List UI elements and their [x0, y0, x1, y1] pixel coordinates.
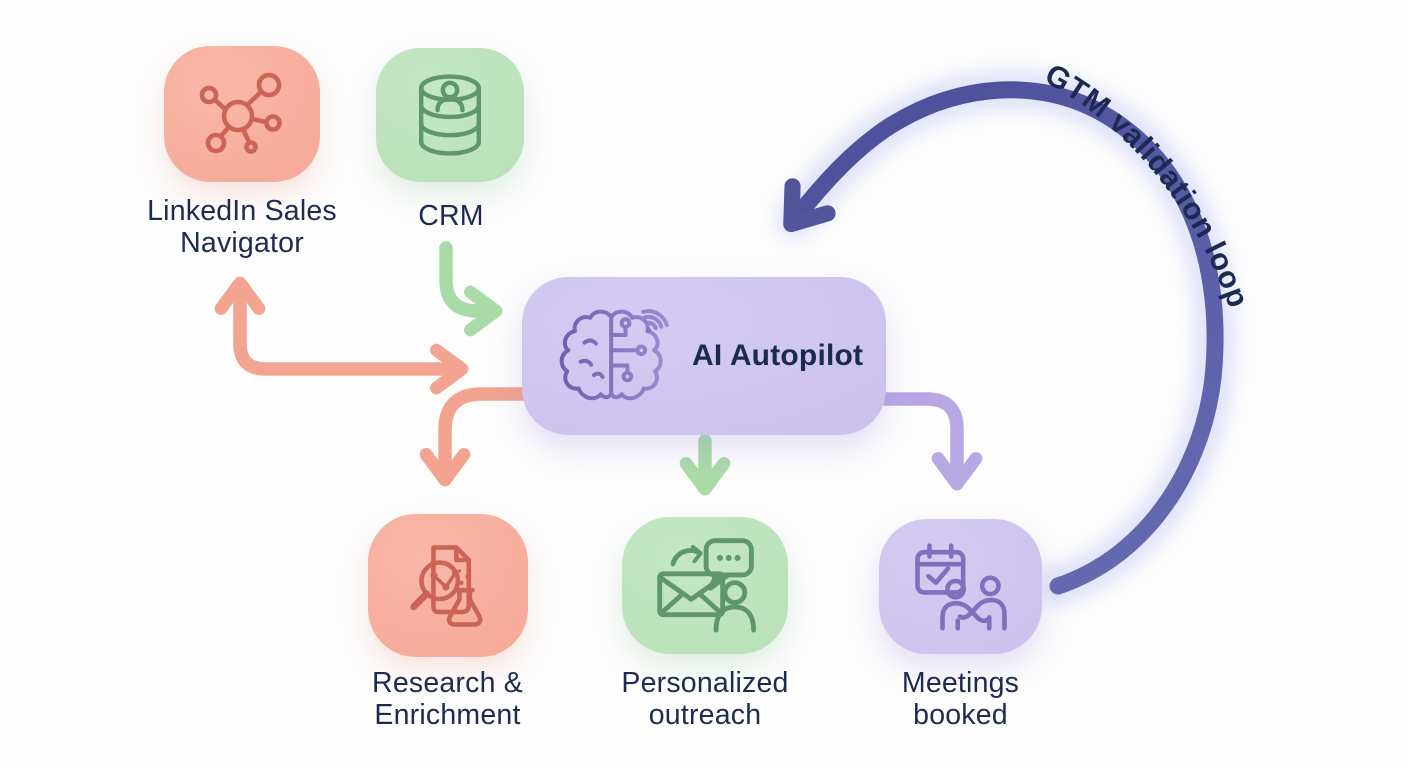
node-research-enrichment: [368, 514, 528, 657]
calendar-handshake-icon: [914, 542, 1007, 631]
arrow-crm-to-autopilot: [439, 241, 503, 337]
network-nodes-icon: [199, 72, 282, 154]
node-linkedin-sales-navigator: [164, 46, 320, 182]
loop-label-text: GTM validation loop: [1039, 57, 1255, 312]
node-meetings-booked: [879, 519, 1042, 654]
database-user-icon: [418, 74, 482, 156]
ai-autopilot-label: AI Autopilot: [692, 339, 864, 372]
research-label: Research & Enrichment: [372, 667, 523, 732]
node-ai-autopilot: AI Autopilot: [522, 277, 886, 435]
outreach-label: Personalized outreach: [621, 667, 789, 732]
ai-brain-circuit-icon: [559, 309, 669, 401]
wifi-dot: [645, 327, 652, 333]
crm-label: CRM: [418, 200, 484, 232]
envelope-chat-person-icon: [657, 537, 757, 633]
arrow-autopilot-to-meetings: [879, 392, 983, 491]
meetings-label: Meetings booked: [901, 667, 1020, 732]
node-personalized-outreach: [622, 517, 788, 654]
node-crm: [376, 48, 524, 182]
loop-arc: [783, 81, 1224, 595]
arrow-autopilot-to-research: [419, 387, 528, 487]
arrow-linkedin-autopilot: [214, 276, 469, 395]
loop-label: GTM validation loop: [1039, 57, 1254, 312]
document-magnifier-flask-icon: [410, 544, 483, 627]
linkedin-label: LinkedIn Sales Navigator: [147, 195, 337, 260]
